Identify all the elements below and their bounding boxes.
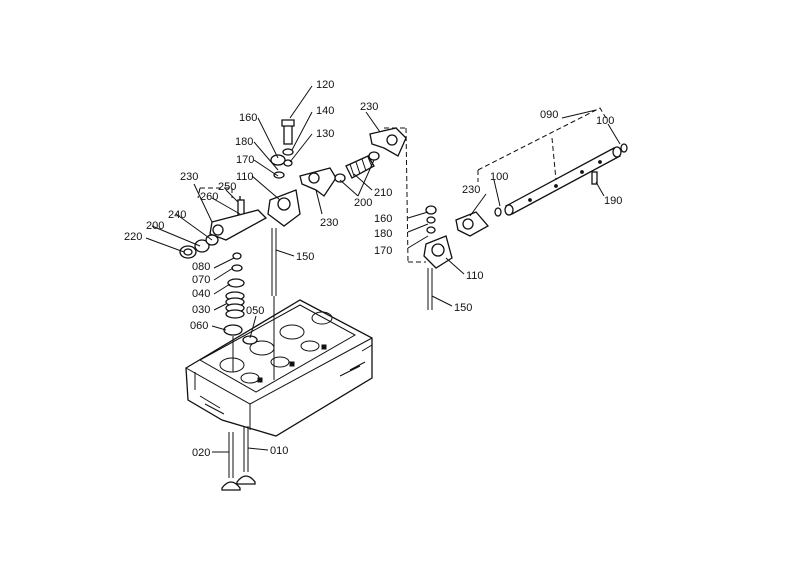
valve-020: [221, 432, 241, 491]
label-160: 160: [374, 213, 392, 225]
leader-lines: [145, 85, 621, 453]
cylinder-head: [185, 299, 373, 437]
label-260: 260: [200, 191, 218, 203]
label-230: 230: [462, 184, 480, 196]
label-230: 230: [320, 217, 338, 229]
label-150: 150: [296, 251, 314, 263]
label-080: 080: [192, 261, 210, 273]
label-120: 120: [316, 79, 334, 91]
label-180: 180: [374, 228, 392, 240]
label-170: 170: [374, 245, 392, 257]
shaft-pin: [591, 171, 598, 185]
label-150: 150: [454, 302, 472, 314]
label-100: 100: [490, 171, 508, 183]
label-020: 020: [192, 447, 210, 459]
label-200: 200: [146, 220, 164, 232]
valve-spring-stack: [223, 252, 258, 372]
rocker-arm-left: [179, 209, 268, 259]
label-230: 230: [180, 171, 198, 183]
label-030: 030: [192, 304, 210, 316]
push-rod-left: [271, 228, 277, 380]
label-130: 130: [316, 128, 334, 140]
part-labels: 120 140 130 160 180 170 110 230 250 260 …: [124, 79, 622, 459]
label-190: 190: [604, 195, 622, 207]
rocker-arm-right: [455, 211, 490, 237]
label-140: 140: [316, 105, 334, 117]
label-180: 180: [235, 136, 253, 148]
label-240: 240: [168, 209, 186, 221]
label-210: 210: [374, 187, 392, 199]
label-110: 110: [236, 171, 254, 183]
label-070: 070: [192, 274, 210, 286]
label-250: 250: [218, 181, 236, 193]
rocker-spring: [345, 151, 380, 179]
group-brackets: [197, 107, 607, 263]
label-100: 100: [596, 115, 614, 127]
valve-010: [236, 426, 256, 485]
label-040: 040: [192, 288, 210, 300]
rocker-arm-upper: [369, 127, 407, 157]
label-050: 050: [246, 305, 264, 317]
rocker-shaft: [494, 143, 628, 217]
label-060: 060: [190, 320, 208, 332]
rocker-support-right: [423, 205, 453, 269]
label-160: 160: [239, 112, 257, 124]
label-170: 170: [236, 154, 254, 166]
label-090: 090: [540, 109, 558, 121]
label-110: 110: [466, 270, 484, 282]
push-rod-right: [427, 268, 433, 310]
label-220: 220: [124, 231, 142, 243]
label-230: 230: [360, 101, 378, 113]
rocker-arm-middle: [299, 167, 346, 197]
label-200: 200: [354, 197, 372, 209]
label-010: 010: [270, 445, 288, 457]
